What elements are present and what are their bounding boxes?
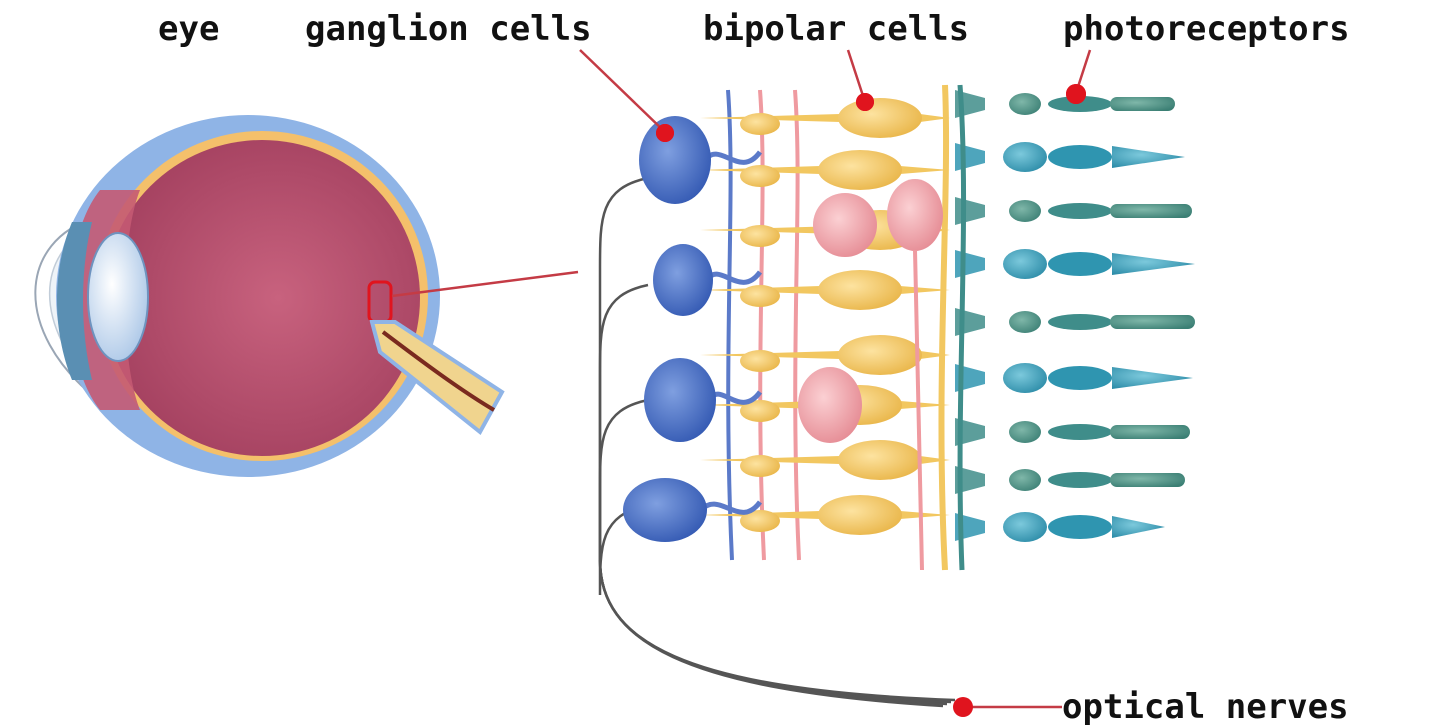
rod-cell-body [1009,421,1041,443]
amacrine-cell [740,285,780,307]
amacrine-cell-body [813,193,877,257]
photoreceptor-inner-segment [1048,145,1112,169]
label-photoreceptors: photoreceptors [1063,12,1350,46]
rod-outer-segment [1110,315,1195,329]
bipolar-marker [856,93,874,111]
amacrine-cell [740,350,780,372]
photoreceptor-inner-segment [1048,314,1112,330]
synaptic-layer-fiber [941,85,946,570]
horizontal-cell-body [887,179,943,251]
bipolar-cell-body [818,270,902,310]
ganglion-cell-body [639,116,711,204]
photoreceptor-terminal [955,197,985,225]
ganglion-dendrite [705,152,760,162]
label-eye: eye [158,12,219,46]
bipolar-cell-body [838,440,922,480]
bipolar-cell-body [838,98,922,138]
amacrine-cell [740,113,780,135]
photoreceptor-inner-segment [1048,472,1112,488]
optic-nerve-fiber [600,178,955,700]
amacrine-cell [740,455,780,477]
rod-outer-segment [1110,473,1185,487]
rod-cell-body [1009,200,1041,222]
bipolar-cell-body [838,335,922,375]
lens [88,233,148,361]
ganglion-cell-body [644,358,716,442]
cone-outer-segment [1112,253,1195,275]
eyeball-interior [104,140,420,456]
interneuron-fiber [760,90,764,560]
eye-illustration [35,115,578,477]
bipolar-cell-body [818,150,902,190]
amacrine-cell [740,165,780,187]
rod-cell-body [1009,93,1041,115]
bipolar-cell-body [818,495,902,535]
rod-outer-segment [1110,97,1175,111]
cone-outer-segment [1112,367,1193,389]
cone-cell-body [1003,512,1047,542]
horizontal-cell-process [915,250,922,570]
photoreceptor-inner-segment [1048,515,1112,539]
cone-cell-body [1003,142,1047,172]
cone-outer-segment [1112,516,1165,538]
cone-outer-segment [1112,146,1185,168]
photoreceptor-inner-segment [1048,252,1112,276]
interneuron-fiber [795,90,799,560]
label-ganglion-cells: ganglion cells [305,12,592,46]
photoreceptor-inner-segment [1048,203,1112,219]
label-bipolar-cells: bipolar cells [703,12,969,46]
label-optical-nerves: optical nerves [1062,690,1349,724]
rod-outer-segment [1110,425,1190,439]
rod-cell-body [1009,311,1041,333]
ganglion-cell-body [653,244,713,316]
rod-cell-body [1009,469,1041,491]
ganglion-dendrite [707,272,760,282]
amacrine-cell [740,225,780,247]
retina-cells [600,84,1195,706]
photoreceptor-terminal [955,143,985,171]
photoreceptor-inner-segment [1048,366,1112,390]
photoreceptor-marker [1066,84,1086,104]
ganglion-dendrite [710,392,760,402]
photoreceptor-inner-segment [1048,424,1112,440]
amacrine-cell-body [798,367,862,443]
cone-cell-body [1003,249,1047,279]
optic-nerve-marker [953,697,973,717]
cone-cell-body [1003,363,1047,393]
photoreceptor-terminal [955,250,985,278]
ganglion-cell-body [623,478,707,542]
rod-outer-segment [1110,204,1192,218]
ganglion-marker [656,124,674,142]
